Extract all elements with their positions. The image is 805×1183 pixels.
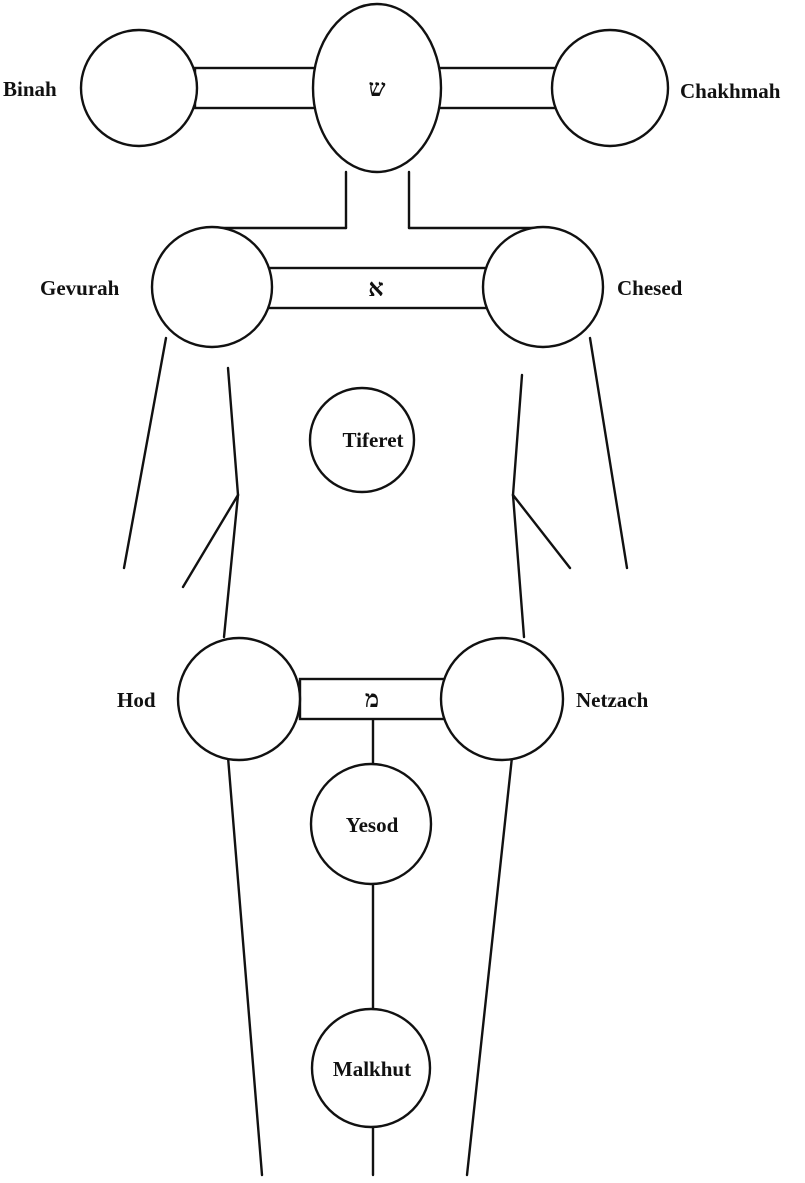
- chesed-node: [481, 225, 605, 349]
- shoulder-bar: [266, 266, 490, 310]
- label-chesed: Chesed: [617, 276, 683, 300]
- label-malkhut: Malkhut: [333, 1057, 411, 1081]
- netzach-node: [439, 636, 565, 762]
- binah-node: [79, 28, 199, 148]
- letter-shin: ש: [369, 73, 386, 102]
- label-binah: Binah: [3, 77, 57, 101]
- letter-mem: מ: [365, 684, 379, 713]
- label-yesod: Yesod: [346, 813, 399, 837]
- yesod-node: [309, 762, 433, 886]
- head-bar-left: [193, 66, 322, 110]
- torso-sides: [222, 493, 526, 639]
- label-netzach: Netzach: [576, 688, 649, 712]
- legs: [226, 755, 514, 1177]
- neck: [213, 170, 537, 230]
- gevurah-node: [150, 225, 274, 349]
- label-chakhmah: Chakhmah: [680, 79, 781, 103]
- label-tiferet: Tiferet: [342, 428, 403, 452]
- letter-aleph: א: [368, 273, 383, 302]
- right-arm: [511, 336, 629, 570]
- chakhmah-node: [550, 28, 670, 148]
- malkhut-node: [310, 1007, 432, 1129]
- label-hod: Hod: [117, 688, 156, 712]
- tiferet-node: [308, 386, 416, 494]
- hip-bar: [298, 677, 447, 721]
- left-arm: [122, 336, 240, 589]
- head-node: [311, 2, 443, 174]
- hod-node: [176, 636, 302, 762]
- label-gevurah: Gevurah: [40, 276, 120, 300]
- head-bar-right: [435, 66, 564, 110]
